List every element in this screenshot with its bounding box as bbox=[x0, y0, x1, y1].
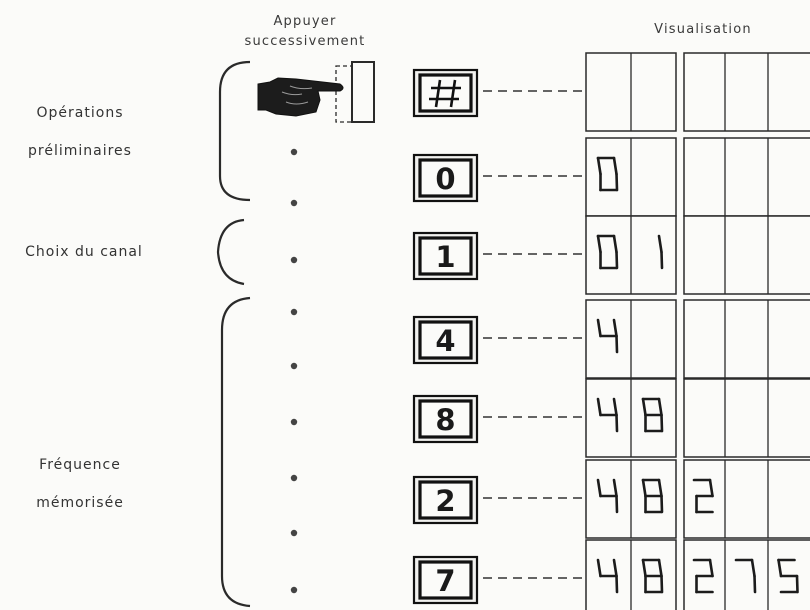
sequence-row: 7 bbox=[414, 540, 810, 610]
display-window bbox=[586, 53, 810, 131]
sequence-row: 2 bbox=[414, 460, 810, 538]
digit-segment bbox=[617, 336, 618, 352]
display-box-right bbox=[684, 460, 810, 538]
digit-segment bbox=[617, 496, 618, 512]
display-window bbox=[586, 379, 810, 457]
bracket-frequency bbox=[222, 298, 250, 606]
key-inner bbox=[420, 75, 471, 111]
digit-segment bbox=[617, 252, 618, 268]
digit-segment bbox=[617, 415, 618, 431]
digit-segment bbox=[617, 174, 618, 190]
digit-segment bbox=[662, 576, 663, 592]
display-window bbox=[586, 138, 810, 216]
press-dot bbox=[291, 475, 297, 481]
key-1: 1 bbox=[414, 233, 477, 279]
display-box-right bbox=[684, 379, 810, 457]
key-4: 4 bbox=[414, 317, 477, 363]
digit-segment bbox=[662, 415, 663, 431]
key-hash bbox=[414, 70, 477, 116]
key-label: 0 bbox=[435, 162, 455, 196]
press-dot bbox=[291, 149, 297, 155]
sequence-row: 0 bbox=[414, 138, 810, 216]
key-label: 8 bbox=[435, 403, 455, 437]
press-dot bbox=[291, 419, 297, 425]
digit-segment bbox=[755, 576, 756, 592]
pointing-hand-icon bbox=[258, 62, 374, 122]
press-dot bbox=[291, 587, 297, 593]
sequence-row: 8 bbox=[414, 379, 810, 457]
key-2: 2 bbox=[414, 477, 477, 523]
press-dot bbox=[291, 309, 297, 315]
display-window bbox=[586, 300, 810, 378]
key-8: 8 bbox=[414, 396, 477, 442]
press-dot bbox=[291, 363, 297, 369]
bracket-channel bbox=[218, 220, 244, 284]
key-0: 0 bbox=[414, 155, 477, 201]
digit-segment bbox=[617, 576, 618, 592]
display-window bbox=[586, 216, 810, 294]
hand-shape bbox=[258, 78, 343, 116]
digit-segment bbox=[797, 576, 798, 592]
display-box-right bbox=[684, 300, 810, 378]
display-box-right bbox=[684, 53, 810, 131]
key-label: 7 bbox=[435, 564, 455, 598]
display-window bbox=[586, 460, 810, 538]
digit-segment bbox=[662, 252, 663, 268]
key-7: 7 bbox=[414, 557, 477, 603]
key-label: 4 bbox=[435, 324, 455, 358]
sequence-row bbox=[414, 53, 810, 131]
display-box-right bbox=[684, 138, 810, 216]
sequence-row: 4 bbox=[414, 300, 810, 378]
bracket-preliminary bbox=[220, 62, 250, 200]
press-dot bbox=[291, 257, 297, 263]
display-box-right bbox=[684, 216, 810, 294]
press-dot bbox=[291, 200, 297, 206]
sequence-row: 1 bbox=[414, 216, 810, 294]
key-label: 2 bbox=[435, 484, 455, 518]
key-label: 1 bbox=[435, 240, 455, 274]
press-dot bbox=[291, 530, 297, 536]
display-window bbox=[586, 540, 810, 610]
pressed-button-outline bbox=[352, 62, 374, 122]
digit-segment bbox=[662, 496, 663, 512]
